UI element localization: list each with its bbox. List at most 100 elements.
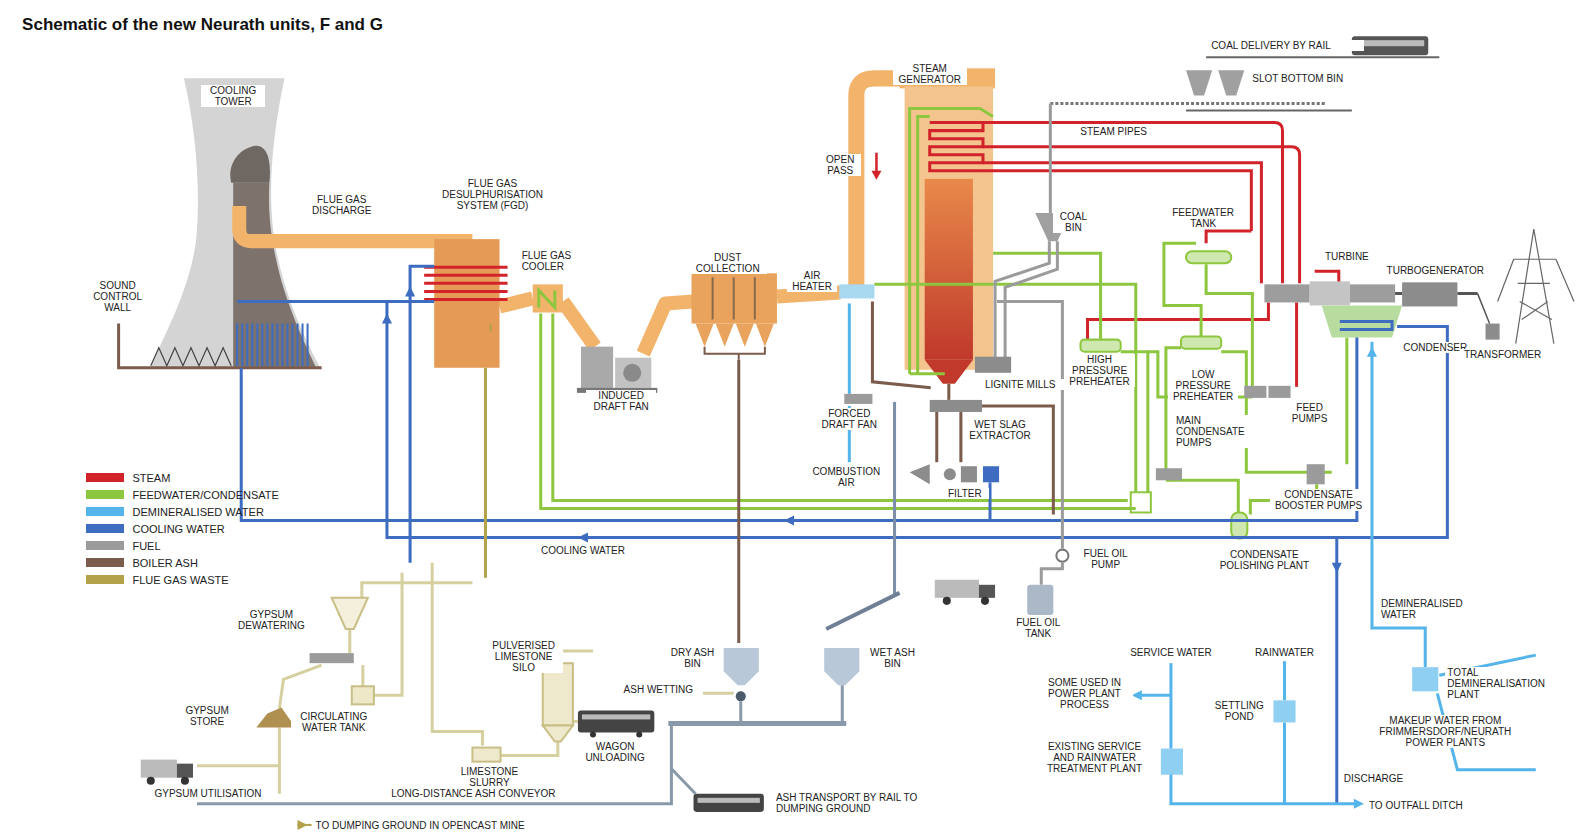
gypsum-line (279, 665, 321, 708)
ash-line (739, 301, 1054, 643)
pump-symbol (844, 394, 872, 404)
legend-text: FEEDWATER/CONDENSATE (132, 489, 278, 501)
gypsum-line (348, 629, 351, 653)
coal-handling (1056, 550, 1068, 562)
component-label: GYPSUM STORE (179, 705, 235, 727)
turbine-set (1322, 305, 1402, 337)
fgd-unit (424, 267, 507, 299)
component-label: EXISTING SERVICE AND RAINWATER TREATMENT… (1037, 741, 1152, 774)
coal-handling (935, 580, 979, 598)
heat-exchanger (1080, 251, 1251, 538)
dust-collector (692, 273, 777, 359)
slag-equipment (983, 466, 999, 482)
coal-handling (1027, 585, 1053, 615)
flue-gas-waste-line (489, 324, 491, 332)
component-label: WET SLAG EXTRACTOR (964, 419, 1036, 441)
demineralised-water-line (1283, 661, 1286, 700)
component-label: DUST COLLECTION (688, 252, 766, 274)
gypsum-line (432, 563, 482, 746)
component-label: ASH TRANSPORT BY RAIL TO DUMPING GROUND (774, 792, 929, 814)
gypsum-equipment (181, 777, 189, 785)
air-heater (839, 284, 874, 298)
flue-gas-duct (856, 78, 909, 285)
power-pylon (1498, 229, 1574, 344)
component-label: HIGH PRESSURE PREHEATER (1064, 354, 1134, 387)
ash-conveyor (668, 721, 846, 726)
component-label: CONDENSATE POLISHING PLANT (1210, 549, 1319, 571)
component-label: FLUE GAS COOLER (520, 250, 584, 272)
component-label: TO DUMPING GROUND IN OPENCAST MINE (314, 820, 559, 831)
component-label: SOME USED IN POWER PLANT PROCESS (1036, 677, 1132, 710)
ash-conveyor (197, 685, 846, 804)
pump-symbol (1156, 468, 1182, 480)
flow-arrow (382, 313, 392, 323)
flow-arrow (1332, 563, 1342, 573)
demineralised-water-line (1138, 694, 1171, 697)
flow-arrow (405, 286, 415, 296)
component-label: TRANSFORMER (1460, 349, 1544, 360)
turbine-set (1264, 284, 1309, 302)
steam-line (1088, 302, 1269, 339)
flow-arrow (844, 347, 1438, 809)
flue-gas-cooler (533, 284, 563, 312)
legend-text: BOILER ASH (132, 557, 197, 569)
dust-collector (692, 273, 777, 323)
legend-swatch (86, 507, 124, 516)
component-label: SOUND CONTROL WALL (88, 280, 146, 313)
component-label: GYPSUM DEWATERING (231, 609, 311, 631)
steam-line (1295, 302, 1298, 386)
component-label: STEAM PIPES (1066, 126, 1160, 137)
fuel-line (893, 402, 896, 595)
gypsum-equipment (352, 686, 374, 704)
cooling-water-line (237, 266, 1447, 804)
gypsum-line (558, 651, 593, 663)
coal-handling (979, 585, 995, 598)
steam-generator (871, 171, 881, 180)
ash-bin (724, 648, 860, 701)
slag-equipment (961, 466, 977, 482)
component-label: DISCHARGE (1342, 773, 1416, 784)
fuel-line (826, 57, 1439, 629)
induced-draft-fan (581, 347, 613, 389)
gypsum-line (278, 727, 281, 793)
induced-draft-fan (623, 364, 641, 382)
cooling-fill (237, 324, 307, 367)
dust-collector (705, 347, 765, 360)
turbine-set (1310, 281, 1350, 305)
ash-line (935, 412, 938, 462)
pump-symbol (1244, 386, 1266, 398)
flue-gas-duct (643, 301, 693, 353)
legend-text: FUEL (132, 540, 160, 552)
component-label: INDUCED DRAFT FAN (586, 390, 656, 412)
component-label: OPEN PASS (819, 154, 861, 176)
demineralised-water-line (848, 303, 851, 393)
slag-equipment (910, 464, 930, 484)
fuel-line (1186, 110, 1352, 112)
cooling-water-line (1340, 322, 1392, 330)
legend-item: COOLING WATER (86, 520, 278, 537)
steam-line (983, 171, 1251, 231)
steam-generator (871, 68, 995, 384)
rail-wagon (578, 710, 654, 732)
sound-control-wall (119, 324, 322, 368)
steam-line (1206, 231, 1251, 243)
steam-line (983, 163, 1261, 284)
gypsum-equipment (141, 598, 573, 830)
feedwater-line (910, 109, 993, 374)
legend-item: DEMINERALISED WATER (86, 503, 278, 520)
ash-line (959, 412, 962, 462)
ash-line (872, 301, 930, 387)
legend-text: COOLING WATER (132, 523, 224, 535)
legend-item: FUEL (86, 537, 278, 554)
component-label: TO OUTFALL DITCH (1367, 800, 1492, 811)
flow-arrow (1273, 700, 1295, 722)
legend: STEAMFEEDWATER/CONDENSATEDEMINERALISED W… (86, 469, 278, 588)
gypsum-line (501, 742, 558, 756)
turbine-set (1350, 284, 1395, 302)
flow-arrow (1367, 347, 1377, 357)
air-heater (839, 284, 874, 298)
component-label: FUEL OIL TANK (1007, 617, 1069, 639)
fuel-line (1041, 563, 1062, 585)
flow-arrow (784, 515, 794, 525)
turbine-set (1478, 293, 1490, 323)
